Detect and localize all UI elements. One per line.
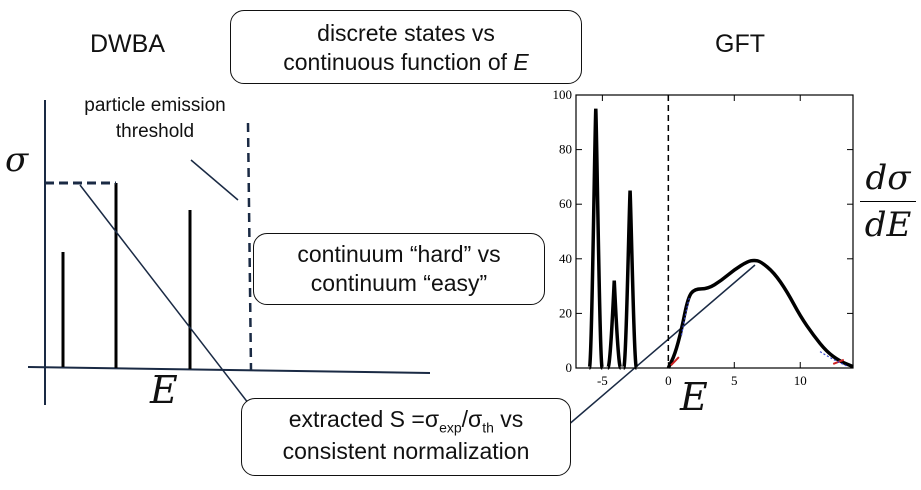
y-tick-label: 80 [559,142,572,157]
dwba-title: DWBA [90,30,165,58]
gft-plot-frame [575,94,854,369]
discrete-vs-continuous-box: discrete states vs continuous function o… [230,10,582,84]
extracted-box-line1: extracted S =σexp/σth vs [288,406,524,436]
resonance-peak [621,190,639,370]
normalization-pointer-left [79,184,253,409]
threshold-label-line1: particle emission [84,95,226,116]
dwba-energy-label: E [150,368,178,412]
discrete-box-line2: continuous function of E [283,48,529,75]
resonance-peak [587,108,604,370]
continuum-hard-easy-box: continuum “hard” vs continuum “easy” [253,233,545,305]
x-tick-label: 10 [794,373,807,388]
dwba-x-axis [27,366,431,374]
continuum-curve [666,258,854,369]
discrete-box-line1: discrete states vs [317,20,495,46]
x-tick-label: 0 [665,373,672,388]
threshold-pointer [190,159,239,201]
blue-component-left [680,296,691,336]
threshold-label-line2: threshold [115,120,195,142]
extracted-box-line2: consistent normalization [282,438,530,465]
y-tick-label: 60 [559,196,572,211]
continuum-box-line2: continuum “easy” [310,269,488,296]
dwba-threshold-line [246,122,253,371]
threshold-label: particle emission threshold [60,93,250,144]
sigma-axis-label: σ [5,140,29,180]
de-denominator: dE [864,205,912,245]
extracted-s-box: extracted S =σexp/σth vs consistent norm… [241,398,571,476]
x-tick-label: -5 [597,373,608,388]
gft-title: GFT [715,30,765,58]
gft-energy-label: E [680,375,708,419]
normalization-pointer-right [559,264,756,433]
y-tick-label: 100 [553,87,573,102]
dsigma-de-label: dσ dE [860,158,916,245]
y-tick-label: 40 [559,251,572,266]
x-tick-label: 5 [731,373,738,388]
y-tick-label: 20 [559,305,572,320]
continuum-box-line1: continuum “hard” vs [297,241,501,267]
resonance-peak [606,280,623,370]
red-component-left [670,356,680,366]
dsigma-numerator: dσ [865,158,911,198]
y-tick-label: 0 [566,360,573,375]
